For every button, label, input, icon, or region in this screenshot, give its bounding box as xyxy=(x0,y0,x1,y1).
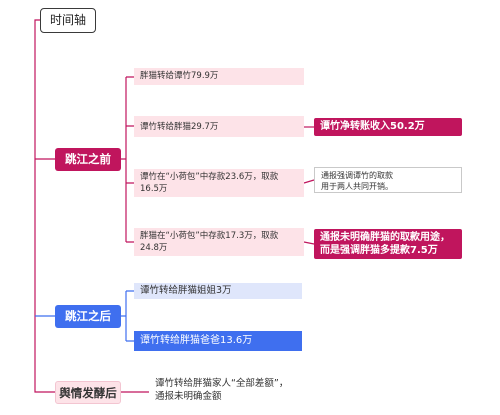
leaf-transfer-family[interactable]: 谭竹转给胖猫家人“全部差额”， 通报未明确金额 xyxy=(155,378,289,402)
leaf-transfer-father[interactable]: 谭竹转给胖猫爸爸13.6万 xyxy=(134,331,302,351)
leaf-wallet-tanzhu[interactable]: 谭竹在“小荷包”中存款23.6万，取款 16.5万 xyxy=(134,169,304,197)
leaf-transfer-29-7[interactable]: 谭竹转给胖猫29.7万 xyxy=(134,116,304,137)
branch-before-jump[interactable]: 跳江之前 xyxy=(55,148,121,171)
root-node-timeline[interactable]: 时间轴 xyxy=(40,8,96,33)
branch-after-public-opinion[interactable]: 舆情发酵后 xyxy=(55,381,121,404)
leaf-transfer-sister[interactable]: 谭竹转给胖猫姐姐3万 xyxy=(134,283,302,299)
leaf-wallet-pangmao[interactable]: 胖猫在“小荷包”中存款17.3万，取款 24.8万 xyxy=(134,228,304,256)
note-shared-expenses[interactable]: 通报强调谭竹的取款 用于两人共同开销。 xyxy=(314,167,462,193)
note-net-income[interactable]: 谭竹净转账收入50.2万 xyxy=(314,118,462,136)
leaf-transfer-79-9[interactable]: 胖猫转给谭竹79.9万 xyxy=(134,68,304,85)
note-unclear-usage[interactable]: 通报未明确胖猫的取款用途， 而是强调胖猫多提款7.5万 xyxy=(314,229,462,259)
branch-after-jump[interactable]: 跳江之后 xyxy=(55,305,121,328)
